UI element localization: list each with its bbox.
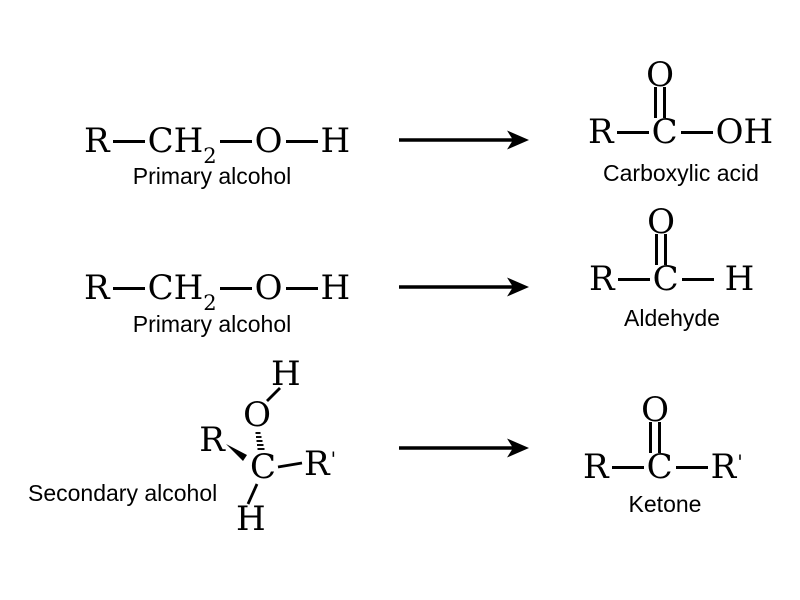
label-aldehyde: Aldehyde [624,305,720,331]
label-primary-alcohol-2: Primary alcohol [132,311,292,337]
aldehyde-structure: O R C H [571,202,771,310]
reaction-arrow-icon [399,438,529,458]
atom-r: R [199,420,225,460]
subscript-2: 2 [203,291,217,315]
atom-h: H [320,268,351,308]
double-bond [649,422,661,453]
prime-mark: ' [330,447,337,471]
label-primary-alcohol-1: Primary alcohol [132,163,292,189]
atom-r: R [588,112,614,152]
hydroxyl-group: OH [715,112,774,152]
single-bond [675,465,708,470]
atom-o: O [646,55,674,95]
atom-c: C [651,112,678,152]
wedge-bond-icon [226,444,247,461]
subscript-2: 2 [203,144,217,168]
label-secondary-alcohol: Secondary alcohol [28,480,218,506]
carboxylic-acid-structure: O R C OH [570,55,773,163]
double-bond [655,234,667,265]
label-carboxylic-acid: Carboxylic acid [603,160,759,186]
ketone-structure: O R C R' [565,390,765,498]
secondary-alcohol-structure: H O R C R' H [199,354,350,545]
atom-o: O [243,395,271,435]
single-bond [616,130,649,135]
atom-r: R [84,268,110,308]
atom-ch2: CH2 [147,268,217,315]
single-bond [617,277,650,282]
single-bond [219,139,252,144]
single-bond [112,286,145,291]
single-bond [285,286,318,291]
atom-c: C [249,447,276,487]
single-bond [277,461,303,469]
single-bond [611,465,644,470]
prime-mark: ' [737,450,743,474]
single-bond [285,139,318,144]
atom-o: O [641,390,669,430]
atom-r: R [589,259,615,299]
atom-c: C [652,259,679,299]
atom-h: H [320,121,351,161]
atom-r-prime: R' [710,447,743,487]
atom-h: H [724,259,755,299]
single-bond [219,286,252,291]
atom-r: R [583,447,609,487]
atom-h-bottom: H [236,499,266,539]
atom-r-prime: R' [304,444,337,484]
primary-alcohol-formula-2: R CH2 O H [84,268,351,315]
atom-ch2: CH2 [147,121,217,168]
atom-r: R [84,121,110,161]
reaction-arrow-icon [399,130,529,150]
atom-o: O [647,202,675,242]
double-bond [654,87,666,118]
atom-h-top: H [271,354,301,394]
atom-o: O [254,268,283,308]
single-bond [681,277,714,282]
atom-o: O [254,121,283,161]
primary-alcohol-formula-1: R CH2 O H [84,121,351,168]
atom-c: C [646,447,673,487]
single-bond [680,130,713,135]
label-ketone: Ketone [628,491,702,517]
reaction-arrow-icon [399,277,529,297]
single-bond [112,139,145,144]
